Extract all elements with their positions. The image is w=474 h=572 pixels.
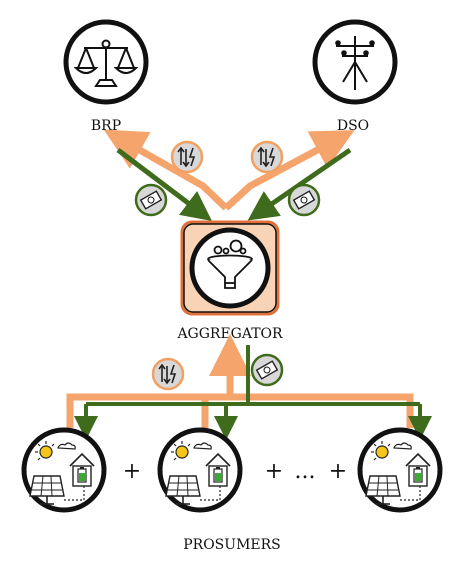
payment-arrows xyxy=(116,147,352,222)
aggregator-label: AGGREGATOR xyxy=(176,326,283,342)
prosumer-flex-bus xyxy=(66,334,414,428)
balance-scale-icon xyxy=(73,39,139,87)
prosumer-2 xyxy=(157,427,243,513)
money-bill-icon xyxy=(134,183,168,217)
flex-offer-arrows xyxy=(103,129,355,211)
prosumer-1 xyxy=(21,427,107,513)
prosumer-payment-bus xyxy=(74,345,432,440)
flexibility-bolt-icon xyxy=(151,357,185,391)
power-pole-icon xyxy=(335,36,375,90)
plus-operator: + xyxy=(265,459,283,484)
aggregator-node: AGGREGATOR xyxy=(176,220,283,342)
flexibility-bolt-icon xyxy=(170,140,204,174)
arrow-aggregator-to-dso xyxy=(223,130,355,211)
plus-operator: + xyxy=(123,459,141,484)
money-bill-icon xyxy=(287,183,321,217)
dso-label: DSO xyxy=(337,118,369,134)
arrow-aggregator-to-brp xyxy=(103,129,229,211)
prosumer-n xyxy=(357,427,443,513)
ellipsis-operator: ... xyxy=(295,459,316,484)
arrow-brp-to-aggregator xyxy=(116,148,212,222)
brp-node: BRP xyxy=(63,19,149,134)
funnel-icon xyxy=(207,239,253,289)
money-bill-icon xyxy=(250,353,284,387)
dso-node: DSO xyxy=(312,19,398,134)
arrow-dso-to-aggregator xyxy=(247,147,352,221)
flexibility-bolt-icon xyxy=(250,140,284,174)
prosumers-label: PROSUMERS xyxy=(183,537,281,553)
plus-operator: + xyxy=(329,459,347,484)
brp-label: BRP xyxy=(91,118,121,134)
